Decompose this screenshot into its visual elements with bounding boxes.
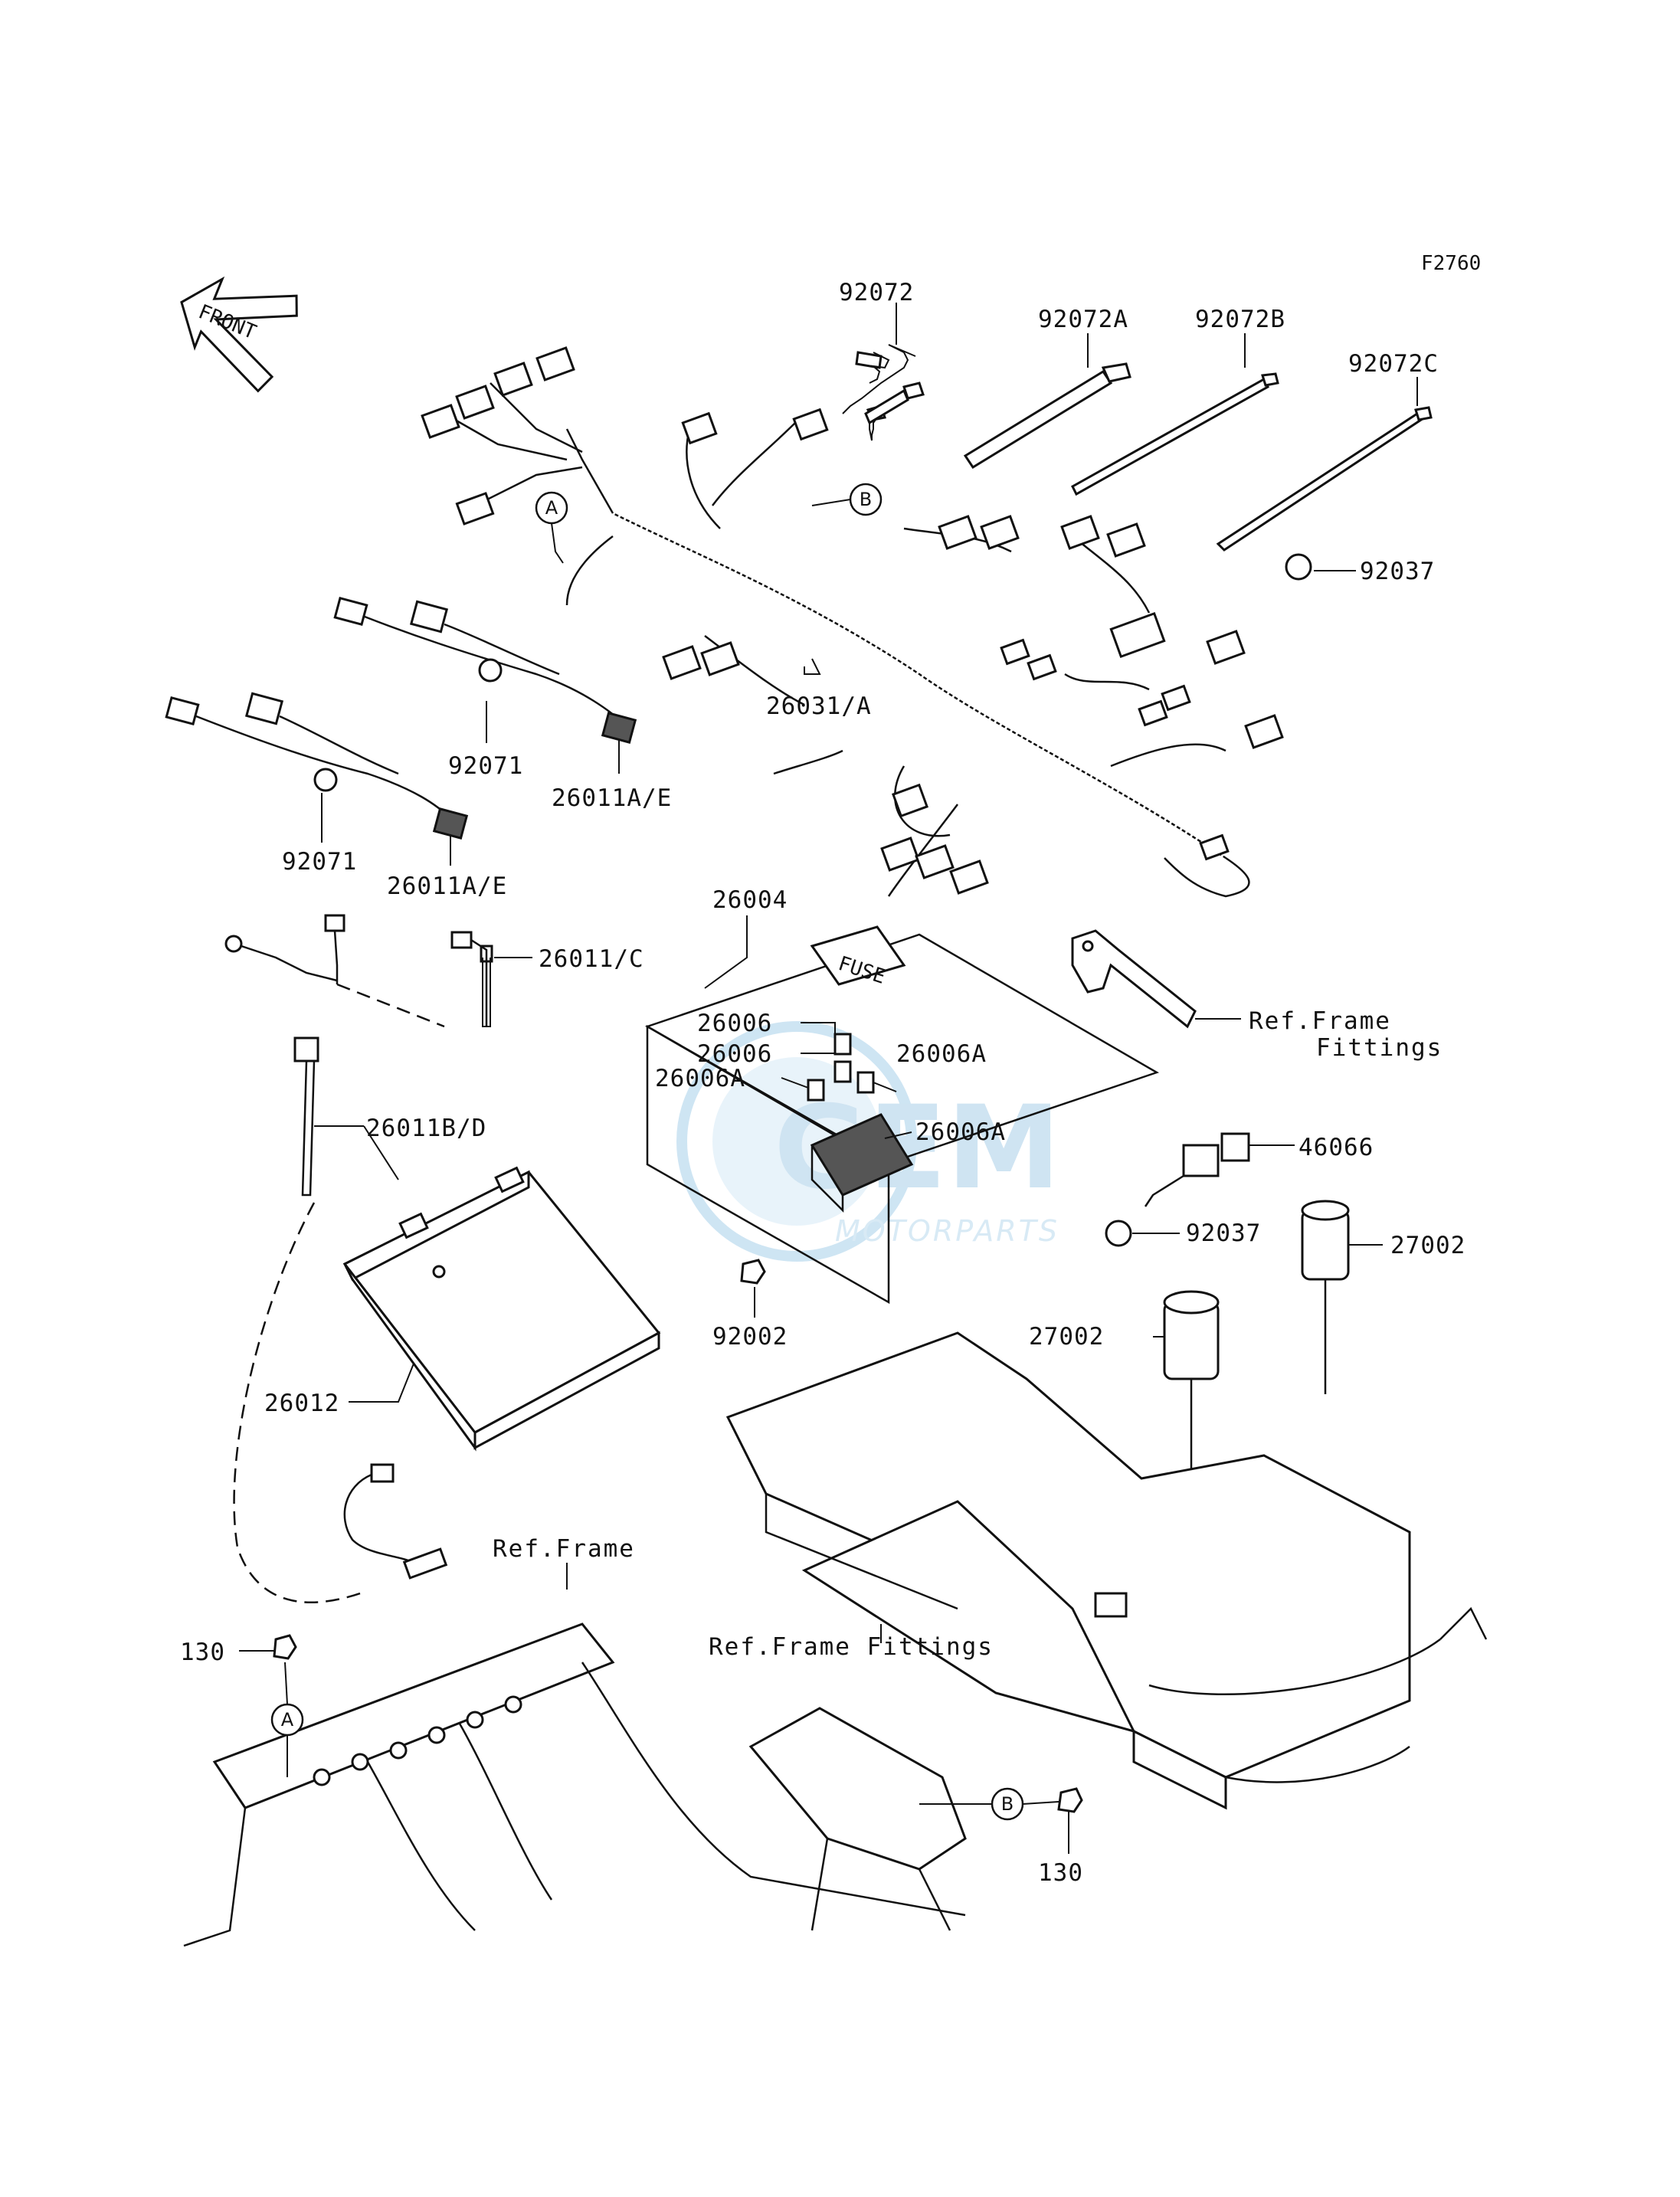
cable-tie-92072a-strap xyxy=(963,362,1131,470)
clamp-92037-top xyxy=(1285,553,1312,581)
svg-text:A: A xyxy=(545,497,558,519)
cable-tie-92072c-strap xyxy=(1216,406,1433,552)
harness-26011ae-upper xyxy=(333,596,637,744)
label-26011ae-1: 26011A/E xyxy=(552,784,672,812)
label-130-right: 130 xyxy=(1038,1859,1083,1887)
label-92037-mid: 92037 xyxy=(1186,1220,1261,1247)
svg-text:B: B xyxy=(860,489,872,510)
bolt-130-right xyxy=(1057,1787,1083,1813)
label-ref-frame-fittings-line1: Ref.Frame xyxy=(1249,1007,1391,1035)
label-92072b: 92072B xyxy=(1195,306,1285,333)
label-ref-frame-fittings-line2: Fittings xyxy=(1316,1034,1443,1062)
label-ref-frame-fittings-bottom: Ref.Frame Fittings xyxy=(709,1633,994,1661)
label-26006-1: 26006 xyxy=(697,1010,772,1037)
label-26011bd: 26011B/D xyxy=(366,1115,486,1142)
label-26004: 26004 xyxy=(712,886,788,914)
label-26011c: 26011/C xyxy=(539,945,644,973)
label-26006a-2: 26006A xyxy=(655,1065,745,1092)
label-92071-2: 92071 xyxy=(282,848,357,876)
callout-b-frame: B xyxy=(919,1787,1059,1821)
label-26011ae-2: 26011A/E xyxy=(387,873,507,900)
callout-a-frame: A xyxy=(270,1662,304,1777)
dashed-cable-path xyxy=(233,1202,361,1604)
label-46066: 46066 xyxy=(1298,1134,1374,1161)
cable-tie-92072-strap xyxy=(864,381,925,425)
leader-lines xyxy=(239,303,1418,1854)
label-92072: 92072 xyxy=(839,279,914,306)
cable-26011c xyxy=(450,931,493,1027)
label-92037-top: 92037 xyxy=(1360,558,1435,585)
watermark-logo: GEM MOTORPARTS xyxy=(676,1021,1061,1262)
label-26012: 26012 xyxy=(264,1390,339,1417)
label-130-left: 130 xyxy=(180,1639,225,1666)
main-wiring-harness xyxy=(421,346,1284,898)
callout-b-harness: B xyxy=(811,483,883,516)
label-26031: 26031/A xyxy=(766,692,872,720)
harness-26011ae-lower xyxy=(165,692,469,840)
dashed-link-1 xyxy=(336,983,445,1028)
svg-text:A: A xyxy=(281,1709,294,1730)
battery-cable-26011bd xyxy=(293,1036,319,1197)
callout-a-harness: A xyxy=(535,491,568,564)
frame-fittings-tray xyxy=(725,1331,1488,1810)
front-arrow-icon: FRONT xyxy=(180,276,298,393)
sensor-27002-right xyxy=(1301,1200,1350,1394)
label-26006-2: 26006 xyxy=(697,1040,772,1068)
label-26006a-1: 26006A xyxy=(896,1040,987,1068)
bolt-92002 xyxy=(740,1259,766,1285)
sensor-cable xyxy=(343,1463,448,1580)
label-92072c: 92072C xyxy=(1348,350,1439,378)
label-92072a: 92072A xyxy=(1038,306,1128,333)
clamp-92037-mid xyxy=(1105,1220,1132,1247)
label-ref-frame: Ref.Frame xyxy=(493,1535,635,1563)
relay-46066 xyxy=(1144,1132,1250,1207)
bolt-130-left xyxy=(273,1634,297,1660)
fuse-box-assembly-26004: FUSE xyxy=(644,925,1160,1305)
label-27002-1: 27002 xyxy=(1390,1232,1465,1259)
label-92002: 92002 xyxy=(712,1323,788,1351)
svg-text:B: B xyxy=(1001,1793,1014,1815)
watermark-sub-text: MOTORPARTS xyxy=(835,1214,1059,1248)
figure-code: F2760 xyxy=(1421,252,1481,275)
battery-26012 xyxy=(342,1166,661,1452)
cable-tie-92072b-strap xyxy=(1071,372,1279,496)
frame-structure xyxy=(183,1622,967,1947)
label-27002-2: 27002 xyxy=(1029,1323,1104,1351)
label-26006a-3: 26006A xyxy=(915,1118,1006,1146)
label-92071-1: 92071 xyxy=(448,752,523,780)
battery-cable-upper xyxy=(224,914,345,984)
frame-fitting-bracket xyxy=(1071,929,1197,1029)
